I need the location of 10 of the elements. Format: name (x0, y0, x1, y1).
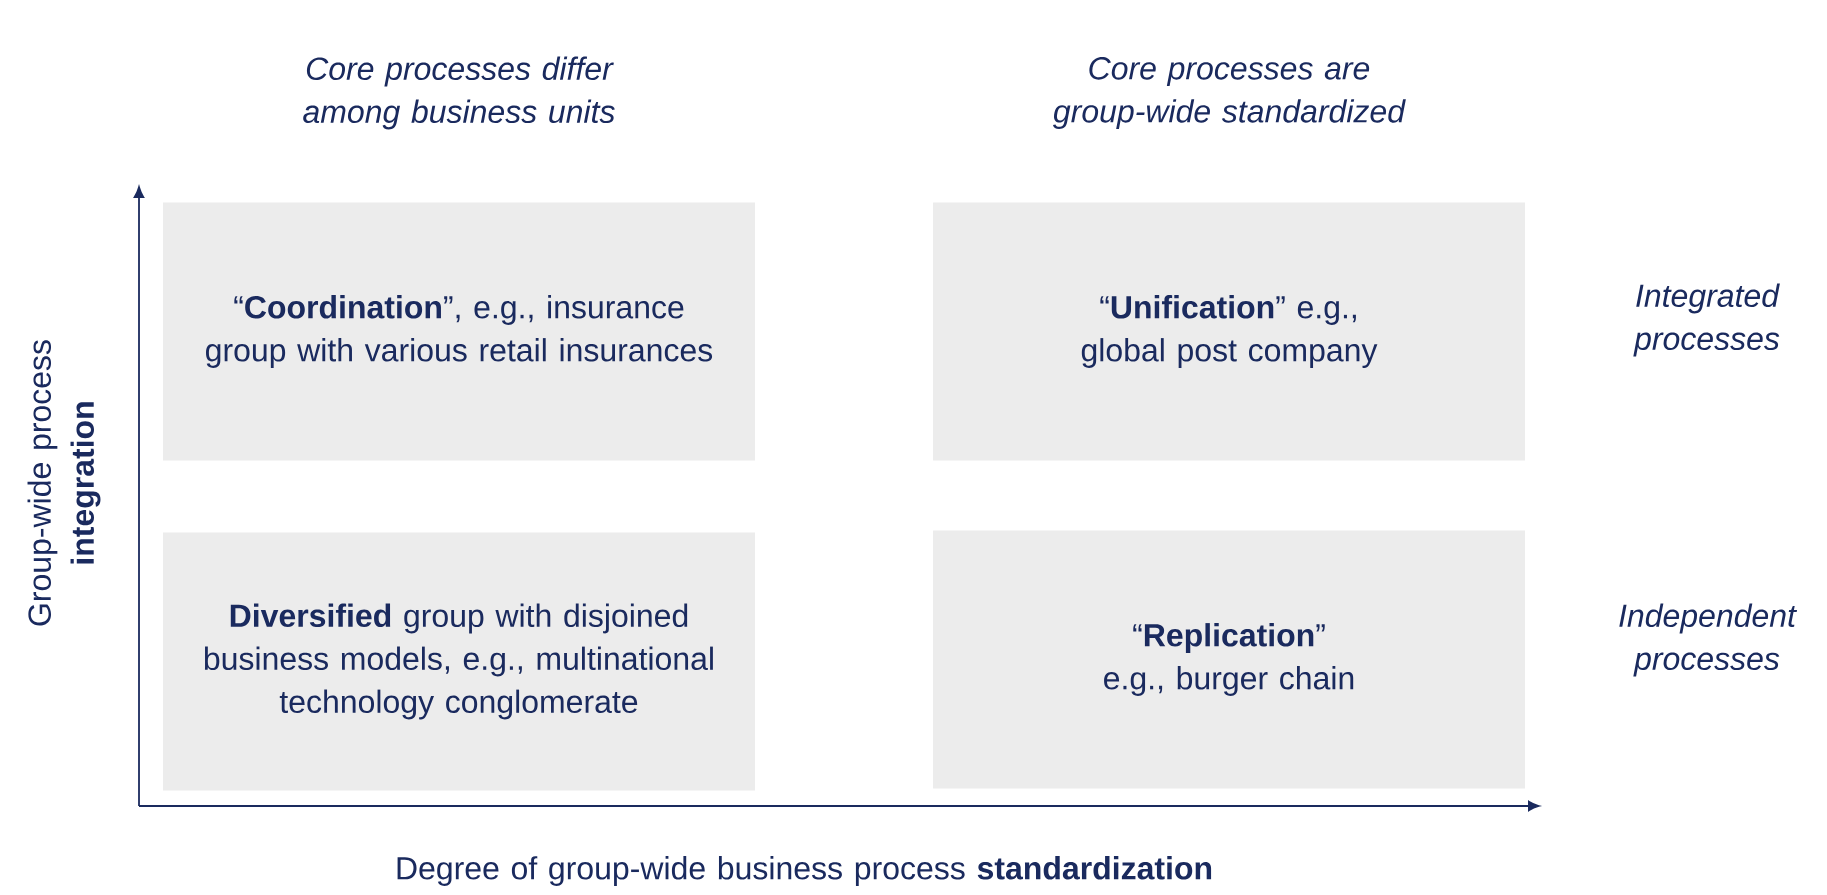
axis-label: Degree of group-wide business process standardization (397, 856, 1212, 886)
quadrant-box: “Replication” e.g., burger chain (933, 530, 1525, 789)
column-heading: Core processes are group-wide standardized (1052, 57, 1406, 129)
column-heading: Core processes differ among business units (303, 56, 615, 130)
quadrant-box: Diversified group with disjoined business models, e.g., multinational technology conglomerate (163, 532, 755, 791)
row-label: Integrated processes (1633, 283, 1780, 357)
quadrant-box: “Unification” e.g., global post company (933, 202, 1525, 461)
axis-label: Group-wide process integration (27, 340, 101, 626)
row-label: Independent processes (1619, 603, 1798, 677)
quadrant-box: “Coordination”, e.g., insurance group with various retail insurances (163, 202, 755, 461)
